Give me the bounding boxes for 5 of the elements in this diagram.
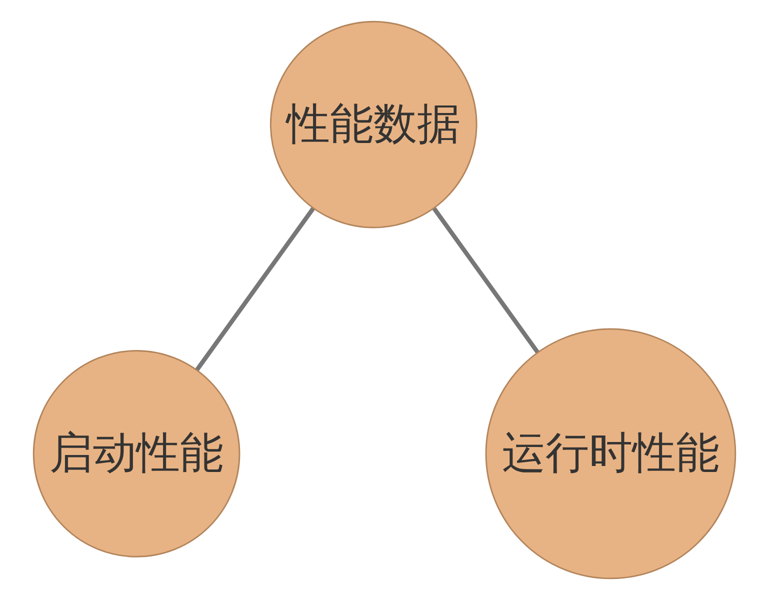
circle-node: 性能数据 — [269, 20, 477, 228]
circle-node: 运行时性能 — [484, 328, 736, 580]
connector-line — [194, 206, 315, 372]
connector-line — [432, 206, 540, 354]
circle-node: 启动性能 — [32, 350, 240, 558]
